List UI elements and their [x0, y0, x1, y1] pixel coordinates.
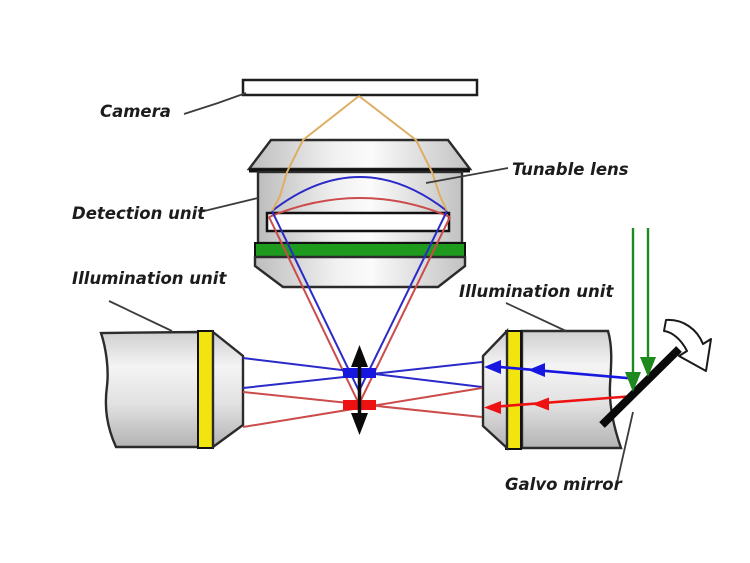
- detection-unit: [246, 138, 473, 289]
- reflected-beam-red-line: [497, 395, 629, 408]
- orange-ray-left: [271, 95, 360, 212]
- detection-beam-blue-right: [358, 210, 448, 392]
- orange-ray-right: [358, 95, 448, 212]
- leader-illumination-right: [505, 302, 567, 332]
- detection-beam-blue-left: [271, 210, 360, 392]
- illumination-unit-right-stripe: [505, 330, 522, 450]
- camera-sensor: [241, 78, 479, 97]
- label-camera: Camera: [100, 102, 171, 121]
- illumination-unit-right-body: [520, 329, 623, 450]
- label-detection-unit: Detection unit: [72, 204, 206, 223]
- leader-illumination-left: [108, 300, 173, 332]
- illumination-unit-right: [481, 328, 623, 451]
- leader-tunable-lens: [425, 167, 509, 184]
- galvo-mirror-bar: [599, 346, 682, 428]
- detection-unit-cap: [246, 138, 473, 171]
- label-illumination-unit-left: Illumination unit: [72, 269, 227, 288]
- leader-detection-unit: [199, 197, 259, 213]
- tunable-lens-blue-curve: [271, 176, 448, 212]
- reflected-beam-blue: [484, 360, 639, 381]
- scan-axis-double-arrow: [351, 345, 368, 435]
- rotation-arrow-icon: [663, 318, 712, 372]
- illumination-unit-left-body: [99, 330, 201, 449]
- illumination-unit-left-cone: [211, 329, 245, 450]
- tunable-lens-red-curve: [268, 197, 451, 218]
- illumination-unit-left: [99, 329, 245, 450]
- label-tunable-lens: Tunable lens: [512, 160, 629, 179]
- detection-unit-nose: [253, 255, 467, 289]
- reflected-beam-red: [484, 395, 629, 414]
- red-arrowhead-icon: [484, 401, 501, 414]
- blue-arrowhead-icon: [528, 363, 545, 377]
- up-arrowhead-icon: [351, 345, 368, 367]
- down-arrowhead-icon: [351, 413, 368, 435]
- label-galvo-mirror: Galvo mirror: [505, 475, 623, 494]
- reflected-beam-blue-line: [497, 365, 639, 381]
- label-illumination-unit-right: Illumination unit: [459, 282, 614, 301]
- blue-arrowhead-icon: [484, 360, 501, 374]
- green-arrowhead-icon: [640, 357, 656, 377]
- illumination-unit-left-stripe: [197, 330, 214, 449]
- illumination-unit-right-cone: [481, 328, 509, 451]
- leader-galvo-mirror: [615, 411, 634, 488]
- green-arrowhead-icon: [625, 372, 641, 392]
- laser-beams: [625, 228, 656, 392]
- leader-camera: [183, 92, 247, 115]
- lens-holder: [265, 211, 451, 233]
- red-arrowhead-icon: [532, 397, 549, 411]
